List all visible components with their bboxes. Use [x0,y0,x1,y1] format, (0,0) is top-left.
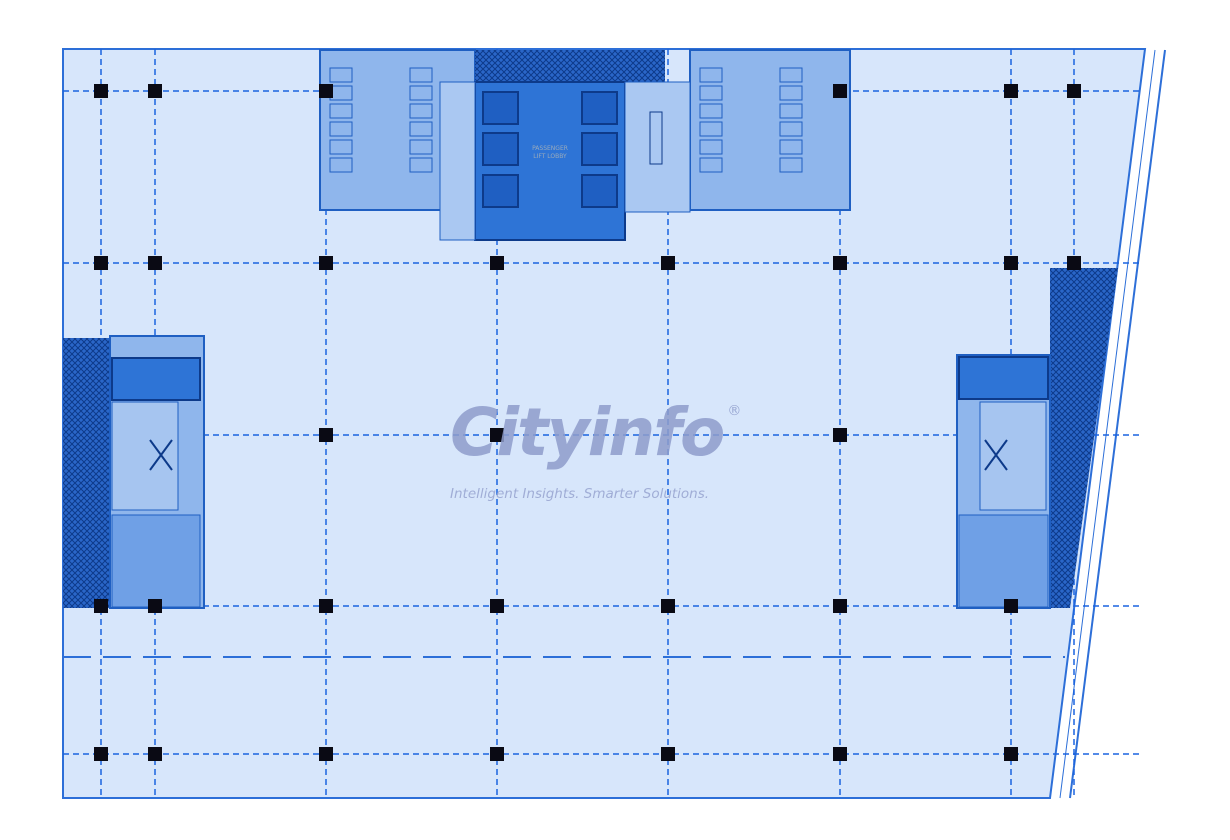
column [661,747,675,761]
column [148,599,162,613]
column [94,256,108,270]
column [661,599,675,613]
column [1067,256,1081,270]
toilet-cubicle [409,67,433,83]
column [833,256,847,270]
column [490,747,504,761]
toilet-cubicle [779,103,803,119]
toilet-cubicle [699,85,723,101]
toilet-cubicle [409,139,433,155]
columns [94,84,1081,761]
column [833,747,847,761]
toilet-cubicle [409,103,433,119]
toilet-cubicle [409,121,433,137]
toilet-cubicle [779,85,803,101]
tagline: Intelligent Insights. Smarter Solutions. [450,486,710,502]
lift-lobby-label: PASSENGER LIFT LOBBY [532,145,568,161]
column [1004,599,1018,613]
column [661,256,675,270]
column [319,84,333,98]
column [833,84,847,98]
facade-line [1069,49,1166,799]
column [833,428,847,442]
toilet-cubicle [779,67,803,83]
column [148,747,162,761]
facade-line [1059,49,1156,799]
toilet-cubicle [329,67,353,83]
column [1004,747,1018,761]
column [94,599,108,613]
toilet-cubicle [779,157,803,173]
toilet-cubicle [699,67,723,83]
watermark-logo: Cityinfo ® Intelligent Insights. Smarter… [450,400,741,503]
toilet-cubicle [329,103,353,119]
toilet-cubicle [329,157,353,173]
column [319,428,333,442]
column [1067,84,1081,98]
toilet-cubicle [329,121,353,137]
toilet-cubicle [699,103,723,119]
toilet-cubicle [779,139,803,155]
central-core [319,49,851,241]
column [1004,256,1018,270]
toilet-cubicle [409,157,433,173]
right-core [956,268,1118,609]
column [94,84,108,98]
left-core [63,335,205,609]
column [319,256,333,270]
column [490,256,504,270]
toilet-cubicle [409,85,433,101]
registered-mark: ® [727,403,742,419]
column [148,84,162,98]
column [148,256,162,270]
column [94,747,108,761]
column [490,599,504,613]
column [319,747,333,761]
toilet-cubicle [699,139,723,155]
logo-row: Cityinfo ® [450,400,741,466]
toilet-cubicle [779,121,803,137]
toilet-cubicle [329,139,353,155]
toilet-cubicle [699,157,723,173]
column [490,428,504,442]
brand-wordmark: Cityinfo [450,394,725,471]
column [833,599,847,613]
column [319,599,333,613]
toilet-cubicle [699,121,723,137]
column [1004,84,1018,98]
